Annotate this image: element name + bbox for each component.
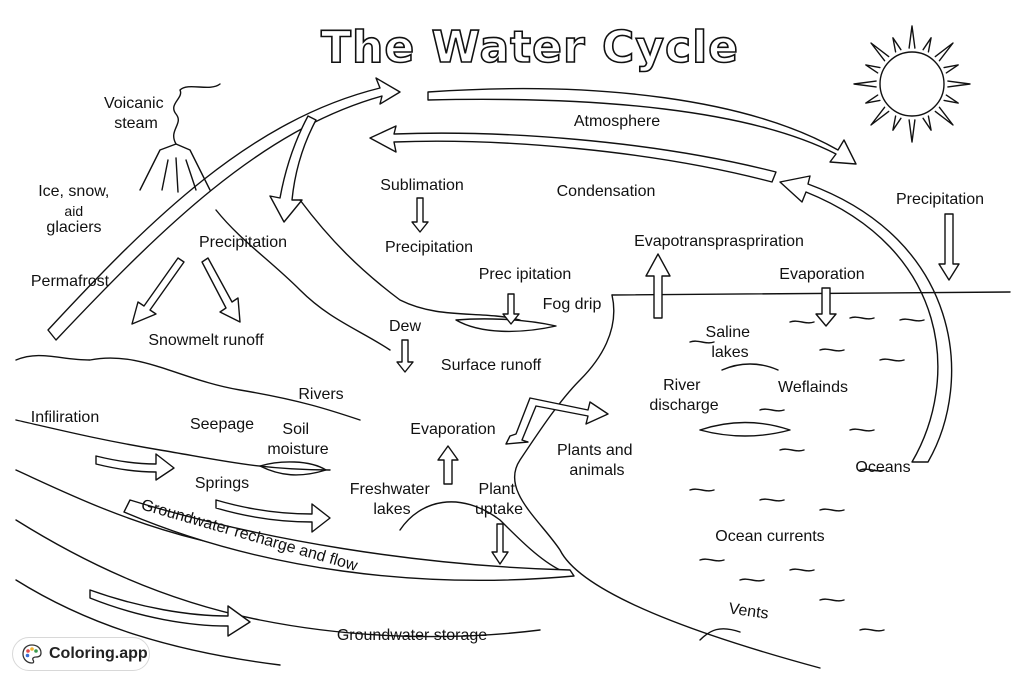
- label-rivers: Rivers: [298, 386, 343, 403]
- label-plants-animals: Plants and animals: [557, 442, 637, 479]
- label-surface-runoff: Surface runoff: [441, 357, 542, 374]
- arrow-precipitation-mid-down: [502, 293, 520, 325]
- label-evapotranspiration: Evapotranspraspriration: [634, 233, 804, 250]
- label-permafrost: Permafrost: [31, 273, 110, 290]
- label-saline-lakes: Saline lakes: [706, 324, 755, 361]
- sun-ray: [908, 25, 916, 49]
- label-precipitation-center: Precipitation: [385, 239, 473, 256]
- arrow-evapotranspiration-up: [645, 253, 671, 319]
- sun-ray: [922, 37, 932, 53]
- diagram-labels: Voicanic steam Atmosphere Ice, snow, aid…: [31, 95, 984, 644]
- arrow-precipitation-down: [269, 115, 317, 223]
- label-springs: Springs: [195, 475, 249, 492]
- label-oceans: Oceans: [855, 459, 910, 476]
- wave-dash: [689, 488, 715, 492]
- wave-dash: [689, 340, 715, 344]
- label-precipitation-left: Precipitation: [199, 234, 287, 251]
- sun-ray: [943, 94, 959, 104]
- wave-dash: [779, 448, 805, 452]
- label-volcanic-steam: Voicanic steam: [104, 95, 168, 132]
- wave-dash: [859, 628, 885, 632]
- label-precipitation-mid: Prec ipitation: [479, 266, 572, 283]
- arrow-plant-uptake-down: [491, 523, 509, 565]
- label-seepage: Seepage: [190, 416, 254, 433]
- page-title: The Water Cycle: [321, 22, 739, 73]
- sun-icon: [853, 25, 971, 143]
- sun-ray: [947, 80, 971, 88]
- arrow-snowmelt-right: [201, 257, 241, 323]
- label-infiltration: Infiliration: [31, 409, 99, 426]
- wave-dash: [759, 498, 785, 502]
- sun-ray: [908, 119, 916, 143]
- wave-dash: [789, 568, 815, 572]
- label-fog-drip: Fog drip: [543, 296, 602, 313]
- sun-ray: [922, 115, 932, 131]
- label-vents: Vents: [728, 600, 770, 622]
- arrow-ocean-evaporation: [779, 175, 953, 463]
- wave-dash: [759, 408, 785, 412]
- sun-ray: [892, 37, 902, 53]
- arrow-evaporation-center-up: [437, 445, 459, 485]
- label-snowmelt-runoff: Snowmelt runoff: [148, 332, 264, 349]
- label-sublimation: Sublimation: [380, 177, 464, 194]
- label-dew: Dew: [389, 318, 421, 335]
- arrow-springs-lower: [215, 499, 331, 533]
- wave-dash: [849, 316, 875, 320]
- label-freshwater-lakes: Freshwater lakes: [350, 481, 434, 518]
- arrow-springs: [95, 453, 175, 481]
- label-plant-uptake: Plant uptake: [475, 481, 523, 518]
- wave-dash: [859, 468, 885, 472]
- wave-dash: [819, 508, 845, 512]
- arrow-snowmelt-left: [131, 257, 185, 325]
- label-condensation: Condensation: [557, 183, 656, 200]
- label-ice-snow-glaciers: Ice, snow, aid glaciers: [38, 183, 114, 236]
- sun-ray: [943, 64, 959, 74]
- arrow-atmosphere-left: [369, 125, 777, 183]
- label-ocean-currents: Ocean currents: [715, 528, 824, 545]
- arrow-river-discharge: [505, 397, 609, 445]
- label-river-discharge: River discharge: [649, 377, 718, 414]
- arrow-groundwater-recharge: [123, 499, 575, 581]
- volcano: [139, 83, 221, 193]
- sun-ray: [870, 106, 890, 126]
- sun-ray: [892, 115, 902, 131]
- wave-dash: [739, 578, 765, 582]
- wave-dash: [819, 348, 845, 352]
- sun-ray: [865, 64, 881, 74]
- arrow-up-to-atmosphere: [47, 77, 401, 341]
- label-groundwater-storage: Groundwater storage: [337, 627, 487, 644]
- sun-ray: [934, 42, 954, 62]
- brand-name: Coloring.app: [49, 645, 148, 662]
- sun-ray: [853, 80, 877, 88]
- label-evaporation-right: Evaporation: [779, 266, 864, 283]
- arrow-sublimation-down: [411, 197, 429, 233]
- label-evaporation-center: Evaporation: [410, 421, 495, 438]
- arrow-evaporation-right-down: [815, 287, 837, 327]
- sun-ray: [870, 42, 890, 62]
- label-wetlands: Weflainds: [778, 379, 848, 396]
- arrow-atmosphere-right: [427, 87, 857, 165]
- arrow-dew-down: [396, 339, 414, 373]
- label-soil-moisture: Soil moisture: [267, 421, 328, 458]
- arrow-groundwater-storage: [89, 589, 251, 637]
- palette-icon: [22, 644, 42, 664]
- wave-dash: [699, 558, 725, 562]
- wave-dash: [789, 320, 815, 324]
- wave-dash: [899, 318, 925, 322]
- ocean-waves: [689, 316, 925, 632]
- wave-dash: [879, 358, 905, 362]
- wave-dash: [819, 598, 845, 602]
- sun-ray: [934, 106, 954, 126]
- brand-badge[interactable]: Coloring.app: [12, 637, 150, 671]
- sun-ray: [865, 94, 881, 104]
- arrow-precipitation-right-down: [938, 213, 960, 281]
- label-atmosphere: Atmosphere: [574, 113, 660, 130]
- wave-dash: [849, 428, 875, 432]
- label-precipitation-right: Precipitation: [896, 191, 984, 208]
